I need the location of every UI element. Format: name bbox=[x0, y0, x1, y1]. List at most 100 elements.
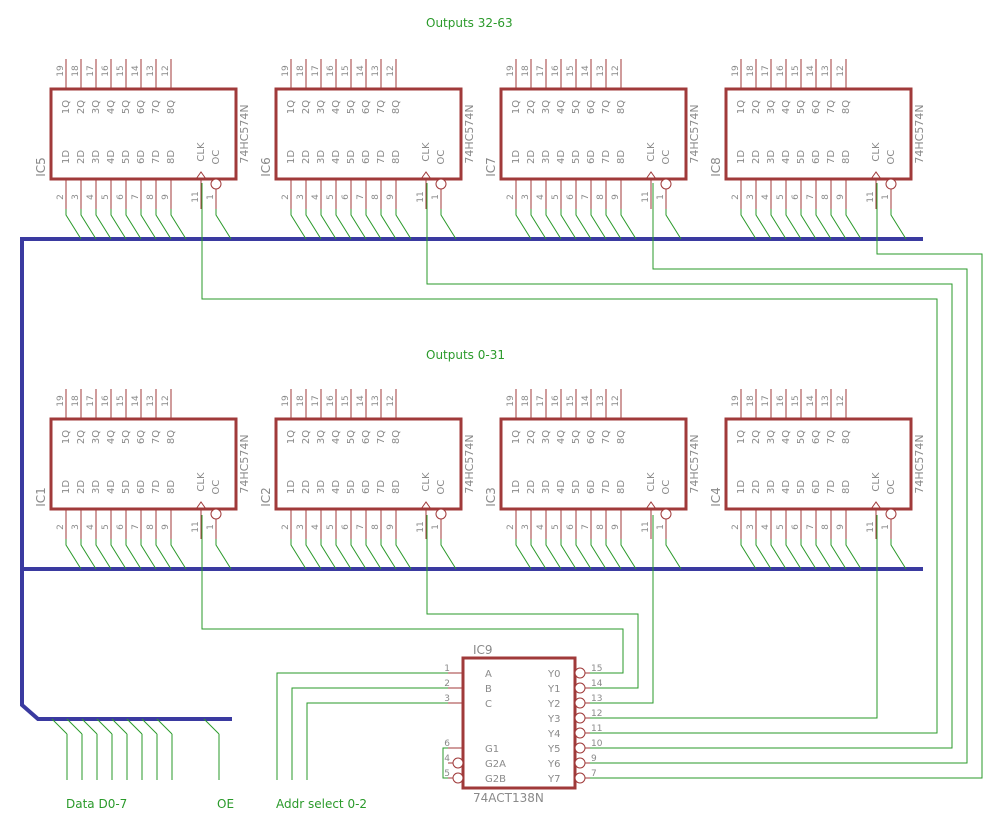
d-pin-label: 8D bbox=[391, 150, 402, 164]
d-pin-label: 2D bbox=[301, 150, 312, 164]
d-bus-wire bbox=[305, 539, 322, 570]
d-pin-label: 3D bbox=[541, 480, 552, 494]
d-pin-label: 1D bbox=[286, 480, 297, 494]
latch-chip: 191Q182Q173Q164Q155Q146Q137Q128Q21D32D43… bbox=[709, 59, 926, 240]
d-pin-label: 8D bbox=[166, 150, 177, 164]
input-inverter-bubble-icon bbox=[452, 757, 464, 769]
q-pin-label: 2Q bbox=[301, 430, 312, 444]
d-pin-number: 7 bbox=[356, 194, 366, 200]
clk-pin-label: CLK bbox=[196, 472, 207, 492]
oc-pin-number: 1 bbox=[656, 524, 666, 530]
q-pin-number: 12 bbox=[386, 65, 396, 76]
d-bus-wire bbox=[575, 209, 592, 240]
oc-bus-wire bbox=[665, 209, 682, 240]
output-pin-label: Y0 bbox=[547, 669, 560, 680]
d-pin-number: 9 bbox=[611, 524, 621, 530]
latch-type: 74HC574N bbox=[913, 434, 926, 493]
latch-type: 74HC574N bbox=[913, 104, 926, 163]
output-pin-label: Y3 bbox=[547, 714, 560, 725]
d-pin-number: 9 bbox=[386, 524, 396, 530]
d-pin-number: 5 bbox=[776, 524, 786, 530]
d-pin-number: 9 bbox=[161, 524, 171, 530]
q-pin-number: 14 bbox=[356, 65, 366, 77]
d-pin-label: 1D bbox=[736, 480, 747, 494]
q-pin-number: 16 bbox=[326, 395, 336, 407]
d-pin-number: 8 bbox=[596, 194, 606, 200]
d-bus-wire bbox=[740, 539, 757, 570]
d-pin-number: 8 bbox=[371, 194, 381, 200]
output-inverter-bubble-icon bbox=[574, 727, 586, 739]
q-pin-label: 4Q bbox=[781, 100, 792, 114]
d-pin-number: 3 bbox=[521, 524, 531, 530]
d-pin-label: 4D bbox=[331, 480, 342, 494]
q-pin-label: 2Q bbox=[526, 430, 537, 444]
d-pin-number: 9 bbox=[611, 194, 621, 200]
q-pin-number: 12 bbox=[836, 395, 846, 406]
q-pin-number: 19 bbox=[56, 65, 66, 77]
q-pin-number: 14 bbox=[581, 395, 591, 407]
d-bus-wire bbox=[560, 539, 577, 570]
latch-name: IC6 bbox=[259, 157, 273, 177]
d-pin-label: 4D bbox=[106, 480, 117, 494]
d-bus-wire bbox=[545, 209, 562, 240]
d-pin-number: 7 bbox=[131, 194, 141, 200]
q-pin-number: 15 bbox=[341, 65, 351, 76]
q-pin-label: 4Q bbox=[556, 430, 567, 444]
d-pin-number: 5 bbox=[101, 194, 111, 200]
d-bus-wire bbox=[545, 539, 562, 570]
latch-type: 74HC574N bbox=[463, 104, 476, 163]
d-bus-wire bbox=[110, 209, 127, 240]
d-bus-wire bbox=[530, 209, 547, 240]
d-pin-number: 5 bbox=[326, 524, 336, 530]
d-pin-number: 2 bbox=[731, 524, 741, 530]
input-pin-label: G2A bbox=[485, 759, 506, 770]
q-pin-number: 13 bbox=[596, 65, 606, 76]
q-pin-number: 14 bbox=[581, 65, 591, 77]
d-pin-label: 5D bbox=[796, 480, 807, 494]
d-pin-label: 3D bbox=[91, 150, 102, 164]
d-pin-label: 8D bbox=[616, 480, 627, 494]
d-pin-number: 5 bbox=[551, 524, 561, 530]
oc-inverter-bubble-icon bbox=[885, 178, 897, 190]
clk-pin-number: 11 bbox=[641, 191, 651, 202]
clk-pin-number: 11 bbox=[416, 191, 426, 202]
clk-pin-label: CLK bbox=[871, 142, 882, 162]
d-bus-wire bbox=[770, 539, 787, 570]
d-pin-label: 6D bbox=[811, 150, 822, 164]
q-pin-label: 5Q bbox=[121, 430, 132, 444]
d-pin-number: 4 bbox=[311, 194, 321, 200]
d-pin-label: 8D bbox=[616, 150, 627, 164]
q-pin-label: 7Q bbox=[826, 100, 837, 114]
q-pin-label: 8Q bbox=[166, 430, 177, 444]
q-pin-number: 16 bbox=[776, 65, 786, 77]
q-pin-number: 16 bbox=[776, 395, 786, 407]
oc-inverter-bubble-icon bbox=[885, 508, 897, 520]
latch-body bbox=[49, 417, 238, 511]
d-pin-number: 7 bbox=[806, 194, 816, 200]
d-pin-label: 6D bbox=[811, 480, 822, 494]
d-pin-number: 2 bbox=[506, 524, 516, 530]
oc-pin-number: 1 bbox=[206, 524, 216, 530]
d-pin-label: 6D bbox=[136, 480, 147, 494]
d-bus-wire bbox=[335, 209, 352, 240]
d-bus-wire bbox=[815, 209, 832, 240]
d-bus-wire bbox=[170, 209, 187, 240]
clk-triangle-icon bbox=[195, 171, 207, 180]
d-pin-number: 8 bbox=[821, 524, 831, 530]
d-pin-number: 9 bbox=[161, 194, 171, 200]
oc-pin-number: 1 bbox=[656, 194, 666, 200]
outputs-top-label: Outputs 32-63 bbox=[426, 16, 513, 30]
d-bus-wire bbox=[575, 539, 592, 570]
q-pin-number: 16 bbox=[101, 395, 111, 407]
q-pin-label: 6Q bbox=[586, 100, 597, 114]
q-pin-number: 17 bbox=[761, 65, 771, 76]
d-pin-label: 3D bbox=[91, 480, 102, 494]
oc-inverter-bubble-icon bbox=[660, 508, 672, 520]
d-pin-label: 3D bbox=[316, 480, 327, 494]
d-pin-number: 3 bbox=[521, 194, 531, 200]
q-pin-label: 3Q bbox=[541, 100, 552, 114]
d-bus-wire bbox=[815, 539, 832, 570]
d-bus-wire bbox=[110, 539, 127, 570]
d-pin-number: 4 bbox=[86, 194, 96, 200]
q-pin-label: 4Q bbox=[331, 100, 342, 114]
